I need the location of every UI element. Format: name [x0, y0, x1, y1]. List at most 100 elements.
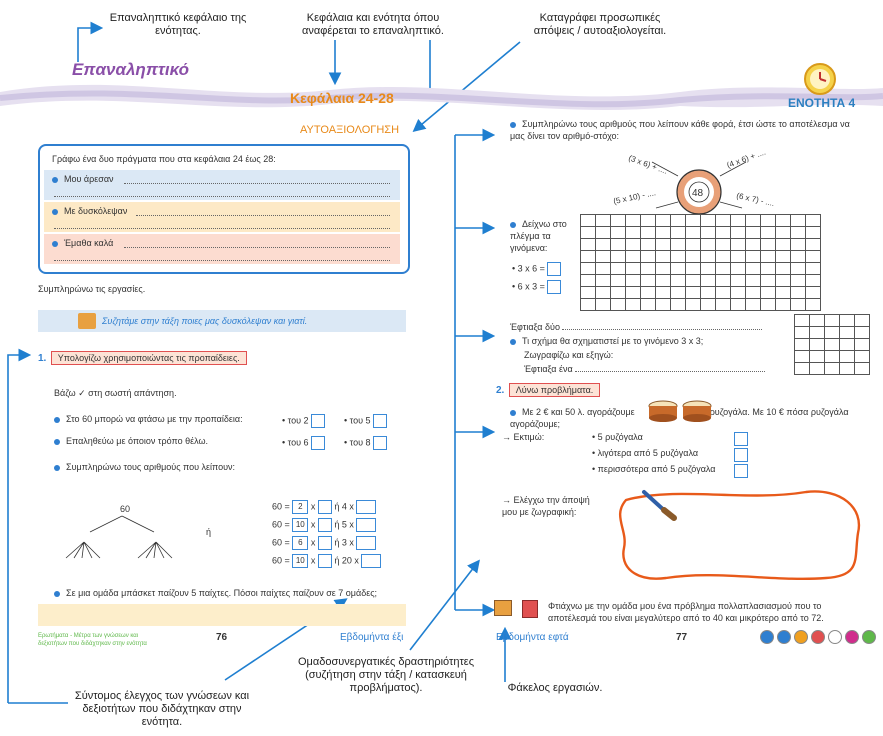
grid-cell[interactable]: [655, 298, 671, 311]
grid-cell[interactable]: [805, 262, 821, 275]
checkbox[interactable]: [311, 414, 326, 428]
grid-cell[interactable]: [580, 286, 596, 299]
grid-cell[interactable]: [685, 274, 701, 287]
grid-cell[interactable]: [715, 250, 731, 263]
grid-cell[interactable]: [824, 314, 840, 327]
grid-cell[interactable]: [760, 274, 776, 287]
grid-cell[interactable]: [745, 214, 761, 227]
grid-cell[interactable]: [655, 262, 671, 275]
answer-box[interactable]: [317, 536, 332, 550]
grid-cell[interactable]: [745, 298, 761, 311]
grid-cell[interactable]: [839, 350, 855, 363]
grid-cell[interactable]: [595, 286, 611, 299]
grid-cell[interactable]: [655, 214, 671, 227]
grid-cell[interactable]: [625, 286, 641, 299]
grid-cell[interactable]: [730, 286, 746, 299]
checkbox[interactable]: [734, 448, 748, 462]
grid-cell[interactable]: [854, 338, 870, 351]
grid-cell[interactable]: [745, 238, 761, 251]
grid-cell[interactable]: [595, 214, 611, 227]
grid-cell[interactable]: [854, 362, 870, 375]
checkbox[interactable]: [373, 436, 388, 450]
answer-box[interactable]: [356, 518, 377, 532]
grid-cell[interactable]: [580, 274, 596, 287]
grid-cell[interactable]: [775, 298, 791, 311]
grid-cell[interactable]: [715, 286, 731, 299]
grid-cell[interactable]: [805, 238, 821, 251]
grid-cell[interactable]: [580, 214, 596, 227]
grid-cell[interactable]: [760, 286, 776, 299]
grid-cell[interactable]: [745, 250, 761, 263]
liked-row[interactable]: Μου άρεσαν: [44, 170, 400, 200]
grid-cell[interactable]: [715, 298, 731, 311]
grid-cell[interactable]: [790, 286, 806, 299]
grid-cell[interactable]: [580, 226, 596, 239]
grid-cell[interactable]: [580, 262, 596, 275]
grid-cell[interactable]: [794, 326, 810, 339]
grid-cell[interactable]: [794, 314, 810, 327]
grid-cell[interactable]: [685, 250, 701, 263]
answer-box[interactable]: [356, 536, 377, 550]
grid-cell[interactable]: [610, 298, 626, 311]
grid-cell[interactable]: [700, 274, 716, 287]
checkbox[interactable]: [311, 436, 326, 450]
grid-cell[interactable]: [790, 274, 806, 287]
grid-cell[interactable]: [824, 326, 840, 339]
grid-cell[interactable]: [824, 338, 840, 351]
checkbox[interactable]: [373, 414, 388, 428]
grid-cell[interactable]: [610, 226, 626, 239]
grid-cell[interactable]: [775, 250, 791, 263]
grid-cell[interactable]: [595, 298, 611, 311]
grid-cell[interactable]: [670, 238, 686, 251]
checkbox[interactable]: [734, 432, 748, 446]
grid-cell[interactable]: [745, 286, 761, 299]
grid-cell[interactable]: [655, 274, 671, 287]
grid-cell[interactable]: [760, 226, 776, 239]
grid-cell[interactable]: [839, 326, 855, 339]
checkbox[interactable]: [734, 464, 748, 478]
grid-cell[interactable]: [730, 214, 746, 227]
grid-cell[interactable]: [790, 298, 806, 311]
grid-cell[interactable]: [854, 314, 870, 327]
grid-cell[interactable]: [760, 262, 776, 275]
grid-cell[interactable]: [625, 262, 641, 275]
grid-cell[interactable]: [595, 262, 611, 275]
grid-cell[interactable]: [775, 262, 791, 275]
grid-cell[interactable]: [685, 286, 701, 299]
grid-cell[interactable]: [790, 214, 806, 227]
grid-cell[interactable]: [640, 238, 656, 251]
grid-cell[interactable]: [805, 214, 821, 227]
grid-cell[interactable]: [655, 250, 671, 263]
grid-cell[interactable]: [670, 262, 686, 275]
grid-cell[interactable]: [670, 214, 686, 227]
grid-cell[interactable]: [760, 238, 776, 251]
grid-cell[interactable]: [805, 298, 821, 311]
grid-cell[interactable]: [685, 238, 701, 251]
answer-box[interactable]: [361, 554, 382, 568]
grid-cell[interactable]: [655, 286, 671, 299]
grid-cell[interactable]: [670, 250, 686, 263]
answer-box[interactable]: [547, 280, 562, 294]
grid-cell[interactable]: [640, 214, 656, 227]
grid-cell[interactable]: [839, 362, 855, 375]
struggled-row[interactable]: Με δυσκόλεψαν: [44, 202, 400, 232]
grid-cell[interactable]: [730, 238, 746, 251]
grid-cell[interactable]: [775, 286, 791, 299]
grid-cell[interactable]: [809, 350, 825, 363]
grid-cell[interactable]: [790, 250, 806, 263]
grid-cell[interactable]: [794, 362, 810, 375]
grid-cell[interactable]: [610, 262, 626, 275]
grid-cell[interactable]: [700, 226, 716, 239]
grid-cell[interactable]: [640, 274, 656, 287]
grid-cell[interactable]: [625, 226, 641, 239]
answer-box[interactable]: [317, 500, 332, 514]
grid-cell[interactable]: [775, 238, 791, 251]
grid-cell[interactable]: [730, 226, 746, 239]
grid-cell[interactable]: [640, 226, 656, 239]
grid-cell[interactable]: [625, 214, 641, 227]
grid-cell[interactable]: [640, 262, 656, 275]
grid-cell[interactable]: [730, 298, 746, 311]
grid-cell[interactable]: [805, 286, 821, 299]
grid-cell[interactable]: [775, 214, 791, 227]
grid-cell[interactable]: [745, 262, 761, 275]
